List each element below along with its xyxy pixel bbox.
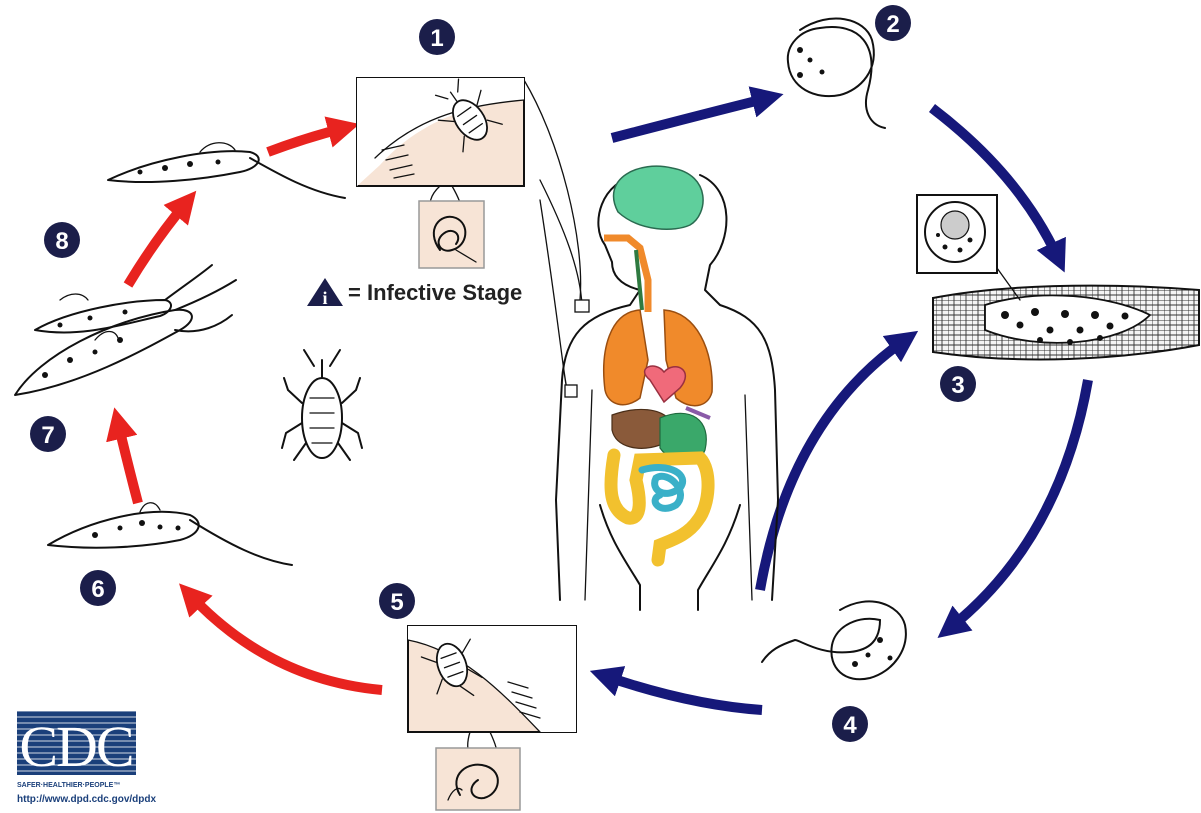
arrow-4-to-5: [605, 676, 762, 710]
step-badge-4: 4: [832, 706, 868, 742]
metacyclic-trypomastigote-stage-8: [108, 143, 345, 198]
step-badge-8: 8: [44, 222, 80, 258]
brain: [614, 166, 704, 229]
step-badge-2: 2: [875, 5, 911, 41]
svg-text:8: 8: [55, 228, 68, 255]
trypomastigote-stage-2: [788, 19, 885, 128]
cdc-logo: CDC SAFER·HEALTHIER·PEOPLE™ http://www.d…: [17, 711, 157, 805]
step-badge-3: 3: [940, 366, 976, 402]
epimastigote-stage-6: [48, 503, 292, 565]
inset-blood-meal: [408, 626, 576, 810]
epimastigote-stage-7: [15, 265, 236, 395]
svg-text:2: 2: [886, 11, 899, 38]
legend: i = Infective Stage: [307, 278, 522, 308]
logo-text: CDC: [19, 714, 132, 779]
logo-slogan: SAFER·HEALTHIER·PEOPLE™: [17, 782, 120, 789]
source-url: http://www.dpd.cdc.gov/dpdx: [17, 794, 157, 805]
arrow-5-to-6: [190, 595, 382, 690]
small-intestine: [642, 468, 683, 509]
arrow-4-to-3: [760, 340, 905, 590]
step-badge-7: 7: [30, 416, 66, 452]
step-badge-6: 6: [80, 570, 116, 606]
arrow-6-to-7: [118, 423, 138, 503]
muscle-tissue-amastigotes: [917, 195, 1199, 359]
svg-text:3: 3: [951, 372, 964, 399]
svg-text:7: 7: [41, 422, 54, 449]
step-badge-5: 5: [379, 583, 415, 619]
triatomine-bug-icon: [282, 350, 362, 460]
arrow-7-to-8: [128, 203, 186, 285]
arrow-1-to-2: [612, 98, 768, 138]
arrow-8-to-1: [268, 128, 344, 152]
inset-bite-feeding: [357, 72, 524, 268]
svg-text:1: 1: [430, 25, 443, 52]
svg-text:4: 4: [843, 712, 857, 739]
trypomastigote-stage-4: [762, 601, 906, 679]
svg-text:5: 5: [390, 589, 403, 616]
human-figure: [524, 80, 778, 610]
svg-text:6: 6: [91, 576, 104, 603]
arrow-3-to-4: [950, 380, 1088, 628]
infective-stage-icon-letter: i: [322, 288, 327, 308]
legend-label: = Infective Stage: [348, 280, 522, 305]
step-badge-1: 1: [419, 19, 455, 55]
